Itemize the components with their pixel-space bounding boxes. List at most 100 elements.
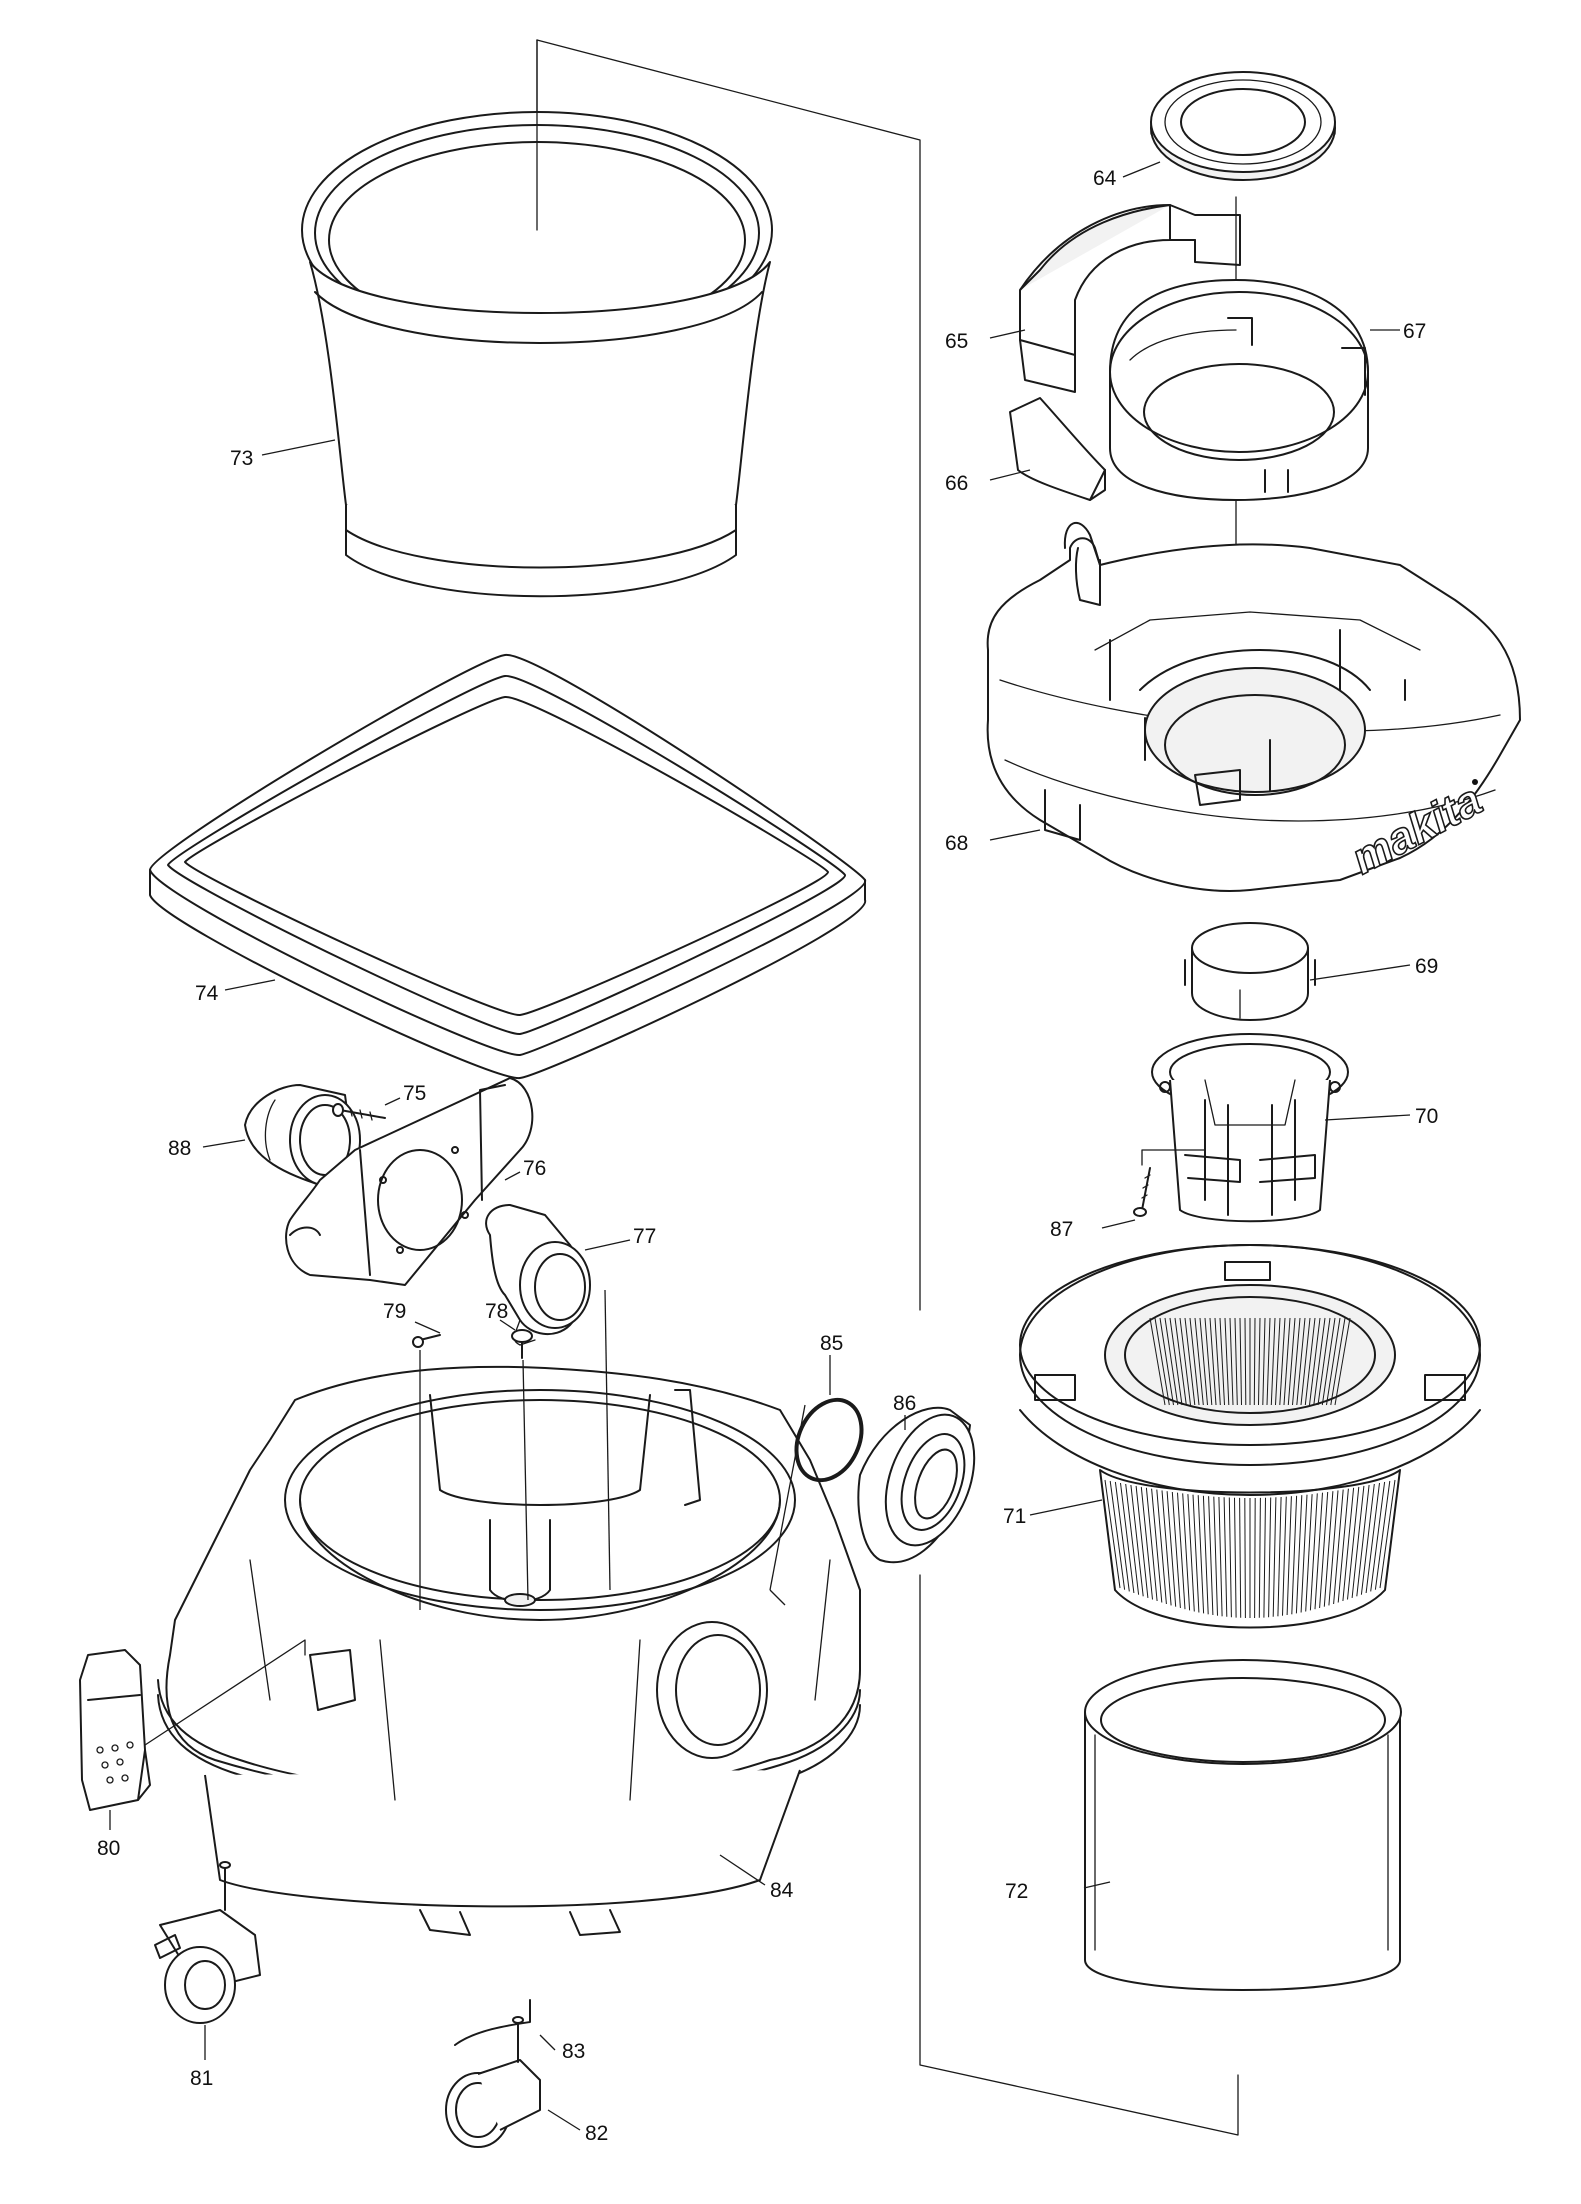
filter-pleat-inner: [1321, 1317, 1336, 1406]
filter-pleat: [1177, 1492, 1186, 1610]
part-83-wire-spring: [454, 1999, 531, 2046]
filter-pleat: [1333, 1489, 1344, 1605]
label-80: 80: [97, 1837, 120, 1860]
label-84: 84: [770, 1879, 794, 1902]
filter-pleat: [1244, 1497, 1246, 1619]
filter-pleat: [1202, 1495, 1209, 1615]
label-67: 67: [1403, 320, 1426, 343]
filter-pleat: [1360, 1483, 1375, 1595]
part-66-foam-pad: [1009, 397, 1106, 501]
label-83: 83: [562, 2040, 585, 2063]
filter-pleat-inner: [1258, 1317, 1261, 1406]
filter-pleat-inner: [1287, 1317, 1296, 1406]
label-74: 74: [195, 982, 219, 1005]
filter-pleat-inner: [1169, 1317, 1183, 1406]
part-82-caster: [445, 2016, 541, 2148]
filter-pleat-inner: [1159, 1317, 1174, 1406]
filter-pleat: [1351, 1485, 1365, 1598]
part-79-screw: [412, 1334, 441, 1348]
filter-pleat: [1314, 1492, 1323, 1610]
filter-pleat-inner: [1253, 1317, 1256, 1406]
filter-pleat-inner: [1334, 1317, 1351, 1406]
filter-pleat-inner: [1204, 1317, 1213, 1406]
filter-pleat-inner: [1174, 1317, 1187, 1406]
label-73: 73: [230, 447, 253, 470]
label-69: 69: [1415, 955, 1438, 978]
part-86-outlet-connector: [857, 1406, 976, 1564]
part-68-top-cover: makita: [986, 521, 1521, 892]
part-76-baffle-plate: [285, 1077, 534, 1286]
label-82: 82: [585, 2122, 608, 2145]
filter-pleat-inner: [1313, 1317, 1326, 1406]
part-84-tank-body: [157, 1365, 861, 1936]
filter-pleat: [1130, 1484, 1144, 1597]
label-78: 78: [485, 1300, 508, 1323]
filter-pleat-inner: [1239, 1317, 1242, 1406]
filter-pleat: [1295, 1495, 1303, 1614]
label-81: 81: [190, 2067, 213, 2090]
filter-pleat: [1218, 1496, 1223, 1617]
filter-pleat-inner: [1317, 1317, 1331, 1406]
filter-pleat: [1347, 1486, 1360, 1600]
part-70-filter-holder: [1151, 1033, 1349, 1223]
label-65: 65: [945, 330, 968, 353]
part-73-filter-bucket: [301, 39, 773, 598]
filter-pleat: [1140, 1486, 1153, 1600]
filter-pleat-inner: [1184, 1317, 1196, 1406]
part-78-cap-screw: [511, 1329, 533, 1359]
part-72-filter-sleeve: [1084, 1659, 1402, 1991]
leader-lines: [109, 161, 1411, 2131]
filter-pleat-inner: [1270, 1317, 1276, 1406]
filter-pleat: [1337, 1488, 1349, 1603]
filter-pleat-inner: [1214, 1317, 1221, 1406]
filter-pleat: [1156, 1489, 1167, 1605]
filter-pleat: [1151, 1488, 1163, 1603]
filter-pleat-inner: [1292, 1317, 1301, 1406]
label-70: 70: [1415, 1105, 1438, 1128]
label-85: 85: [820, 1332, 843, 1355]
filter-pleat: [1135, 1485, 1149, 1598]
filter-pleat-inner: [1219, 1317, 1225, 1406]
part-69-cap: [1184, 922, 1316, 1021]
part-65-foam-seal: [1019, 204, 1241, 393]
filter-pleat: [1208, 1496, 1214, 1616]
filter-pleat-inner: [1283, 1317, 1291, 1406]
part-labels: 64 65 66 67 68 69 70 71 72 73 74 75 76 7…: [97, 167, 1438, 2145]
filter-pleat: [1104, 1479, 1121, 1589]
filter-pleat: [1286, 1496, 1292, 1616]
filter-pleat-inner: [1189, 1317, 1200, 1406]
filter-pleat-inner: [1154, 1317, 1170, 1406]
filter-pleat-inner: [1194, 1317, 1204, 1406]
filter-pleat: [1197, 1495, 1205, 1614]
filter-pleat: [1305, 1494, 1313, 1612]
filter-pleat: [1145, 1487, 1158, 1602]
filter-pleat-inner: [1296, 1317, 1306, 1406]
label-64: 64: [1093, 167, 1117, 190]
part-64-gasket-ring: [1150, 71, 1336, 181]
filter-pleat: [1374, 1480, 1391, 1590]
filter-pleat: [1171, 1491, 1181, 1609]
filter-pleat: [1258, 1497, 1261, 1618]
filter-pleat: [1277, 1496, 1282, 1617]
filter-pleat: [1192, 1494, 1200, 1613]
filter-pleat: [1161, 1490, 1172, 1606]
filter-pleat: [1182, 1493, 1191, 1611]
filter-pleat-inner: [1199, 1317, 1208, 1406]
filter-pleat: [1282, 1496, 1287, 1616]
filter-pleat-inner: [1330, 1317, 1346, 1406]
filter-pleat: [1291, 1495, 1298, 1615]
filter-pleat: [1239, 1497, 1242, 1618]
filter-pleats: [1104, 1317, 1396, 1619]
part-80-latch-clip: [79, 1639, 306, 1811]
label-71: 71: [1003, 1505, 1026, 1528]
label-66: 66: [945, 472, 968, 495]
filter-pleat: [1125, 1483, 1140, 1595]
filter-pleat: [1342, 1487, 1355, 1602]
label-68: 68: [945, 832, 968, 855]
part-67-filter-ring: [1109, 279, 1369, 501]
filter-pleat-inner: [1209, 1317, 1217, 1406]
part-85-o-ring: [794, 1397, 864, 1483]
filter-pleat-inner: [1164, 1317, 1179, 1406]
